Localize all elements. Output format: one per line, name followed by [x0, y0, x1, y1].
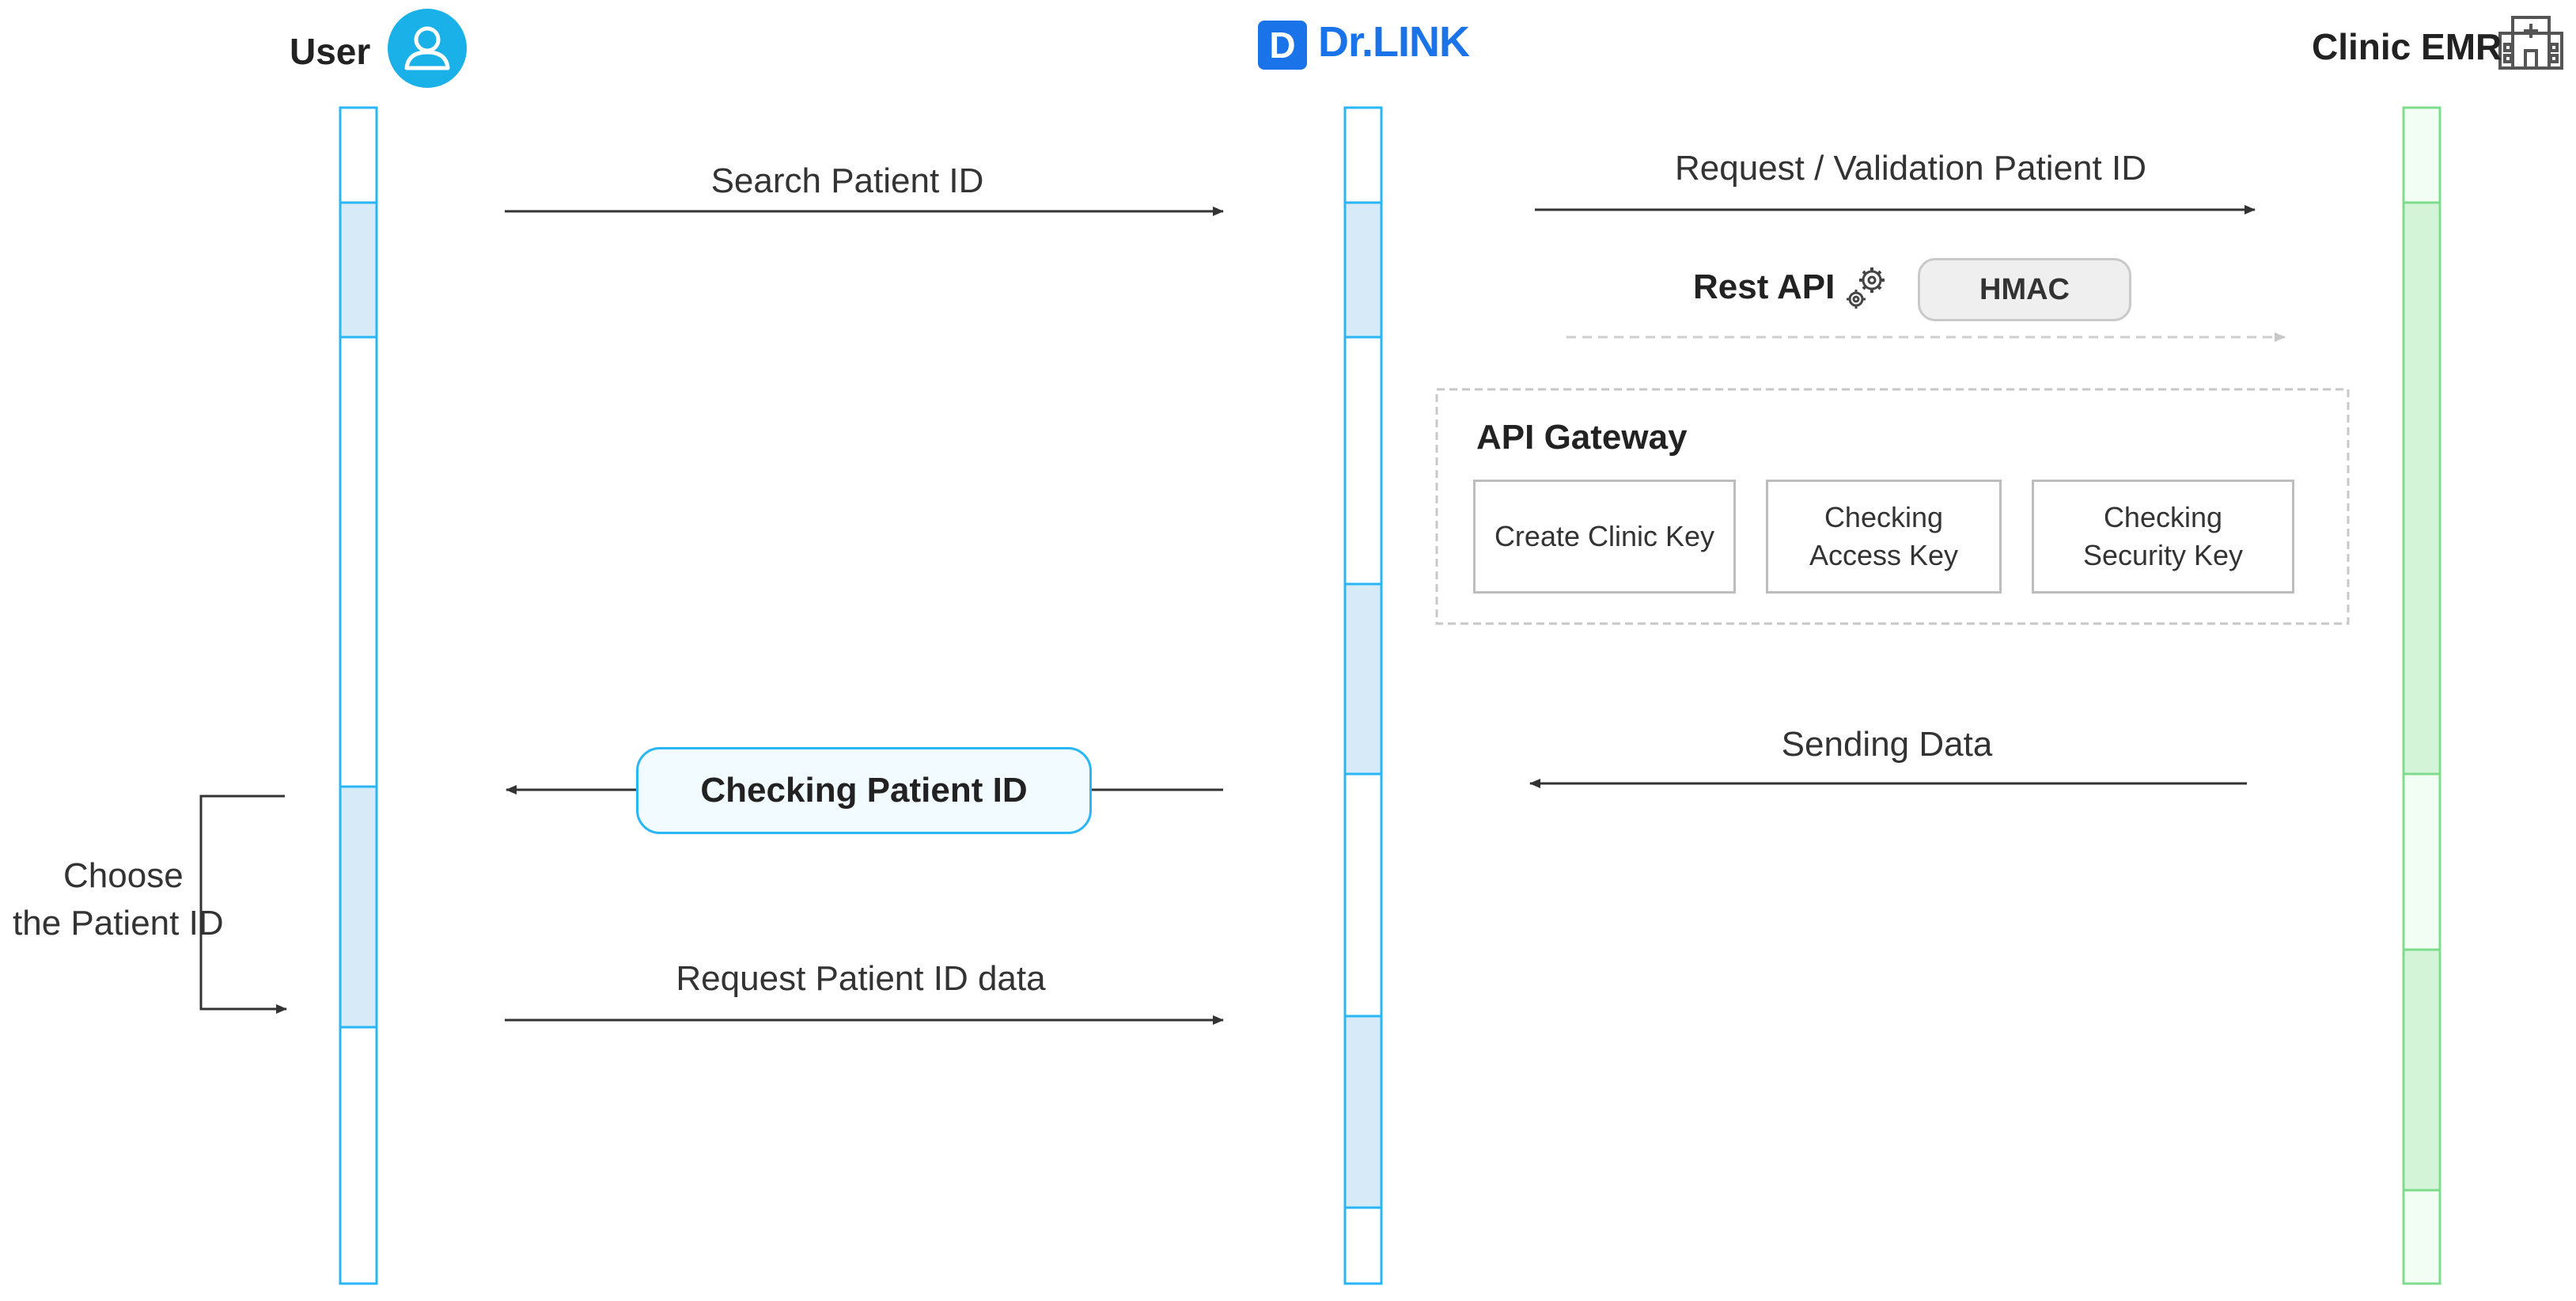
checking-access-key-label: Checking Access Key	[1809, 501, 1959, 571]
message-search-patient-id: Search Patient ID	[710, 161, 984, 200]
drlink-logo-mark: D	[1258, 21, 1307, 70]
choose-label-line2: the Patient ID	[13, 904, 224, 943]
checking-security-key-box: Checking Security Key	[2032, 480, 2294, 594]
drlink-activation-1	[1343, 201, 1383, 339]
message-sending-data: Sending Data	[1781, 725, 1993, 764]
emr-activation-1	[2402, 201, 2442, 776]
create-clinic-key-box: Create Clinic Key	[1473, 480, 1736, 594]
user-self-loop	[199, 795, 287, 1014]
drlink-activation-2	[1343, 582, 1383, 776]
hospital-icon	[2498, 16, 2563, 70]
message-request-patient-id-data: Request Patient ID data	[676, 959, 1046, 998]
checking-access-key-box: Checking Access Key	[1766, 480, 2002, 594]
emr-activation-2	[2402, 948, 2442, 1192]
emr-actor-label: Clinic EMR	[2312, 26, 2502, 67]
api-gateway-title: API Gateway	[1476, 418, 1688, 457]
checking-security-key-label: Checking Security Key	[2082, 501, 2244, 571]
choose-label-line1: Choose	[63, 856, 184, 895]
drlink-activation-3	[1343, 1015, 1383, 1209]
user-activation-2	[339, 785, 378, 1029]
drlink-lifeline	[1343, 106, 1383, 1285]
user-activation-1	[339, 201, 378, 339]
user-icon	[388, 9, 467, 88]
user-actor-label: User	[290, 31, 371, 72]
hmac-badge: HMAC	[1918, 258, 2131, 321]
rest-api-label: Rest API	[1693, 267, 1835, 306]
message-request-validation: Request / Validation Patient ID	[1675, 149, 2146, 188]
gears-icon	[1847, 267, 1885, 309]
user-lifeline	[339, 106, 378, 1285]
create-clinic-key-label: Create Clinic Key	[1494, 520, 1715, 552]
emr-lifeline	[2402, 106, 2442, 1285]
checking-patient-id-badge: Checking Patient ID	[636, 747, 1092, 834]
drlink-logo-text: Dr.LINK	[1318, 18, 1470, 66]
